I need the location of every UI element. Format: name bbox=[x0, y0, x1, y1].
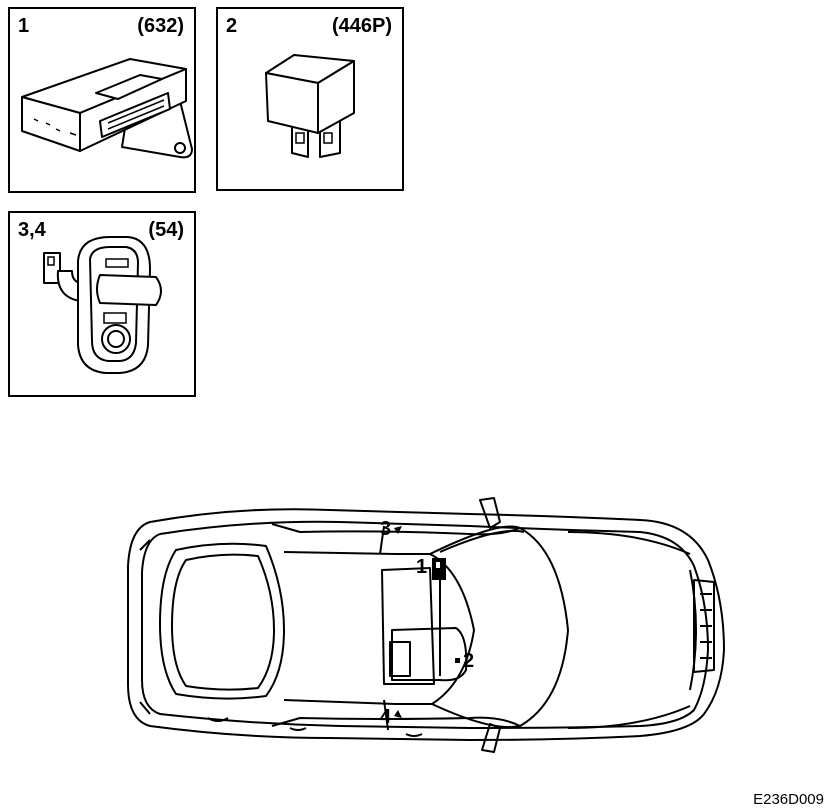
panel-code: (54) bbox=[148, 219, 184, 241]
callout-relay: 2 bbox=[463, 650, 475, 672]
callout-switch-front: 3 bbox=[380, 518, 392, 540]
relay-icon bbox=[265, 54, 355, 158]
panel-control-module: 1 (632) bbox=[8, 7, 196, 193]
callout-module: 1 bbox=[416, 556, 428, 578]
car-top-view bbox=[127, 497, 725, 753]
panel-code: (446P) bbox=[331, 15, 392, 37]
control-module-icon bbox=[21, 58, 193, 159]
panel-number: 3,4 bbox=[18, 219, 46, 241]
panel-number: 2 bbox=[226, 15, 238, 37]
panel-relay: 2 (446P) bbox=[216, 7, 404, 191]
callout-switch-rear: 4 bbox=[380, 706, 392, 728]
panel-code: (632) bbox=[137, 15, 184, 37]
reference-code: E236D009 bbox=[753, 791, 824, 808]
panel-door-switch: 3,4 (54) bbox=[8, 211, 196, 397]
panel-number: 1 bbox=[18, 15, 30, 37]
door-switch-icon bbox=[43, 236, 162, 374]
